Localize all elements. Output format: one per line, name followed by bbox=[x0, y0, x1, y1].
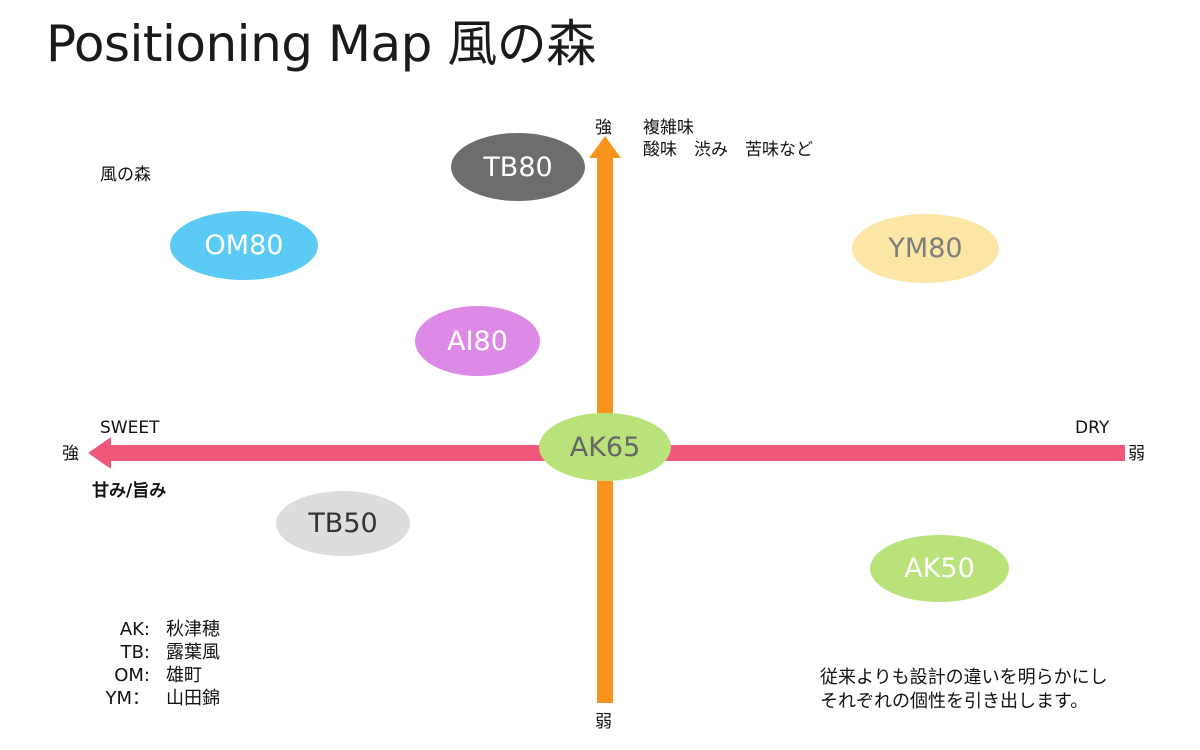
horizontal-axis-right-end-label: 弱 bbox=[1128, 444, 1145, 464]
legend-row: OM: 雄町 bbox=[104, 664, 220, 687]
product-label: AK50 bbox=[904, 553, 975, 584]
vertical-axis-bottom-end-label: 弱 bbox=[595, 712, 612, 732]
product-label: YM80 bbox=[888, 233, 963, 264]
product-label: OM80 bbox=[204, 230, 284, 261]
legend-name: 露葉風 bbox=[166, 642, 220, 663]
page-title: Positioning Map 風の森 bbox=[46, 15, 596, 73]
horizontal-axis-left-sublabel: 甘み/旨み bbox=[92, 481, 167, 501]
product-ellipse-ym80: YM80 bbox=[852, 214, 999, 283]
legend-row: YM： 山田錦 bbox=[104, 687, 220, 710]
product-ellipse-tb80: TB80 bbox=[451, 133, 585, 201]
legend-code: AK: bbox=[119, 619, 150, 640]
horizontal-axis-arrowhead bbox=[88, 437, 111, 469]
product-label: AK65 bbox=[569, 431, 641, 463]
legend-row: AK: 秋津穂 bbox=[104, 618, 220, 641]
horizontal-axis-right-label: DRY bbox=[1075, 418, 1110, 438]
product-ellipse-om80: OM80 bbox=[170, 211, 318, 280]
product-label: TB80 bbox=[483, 151, 553, 183]
horizontal-axis-left-label: SWEET bbox=[100, 418, 160, 438]
vertical-axis-arrowhead bbox=[589, 136, 621, 158]
vertical-axis-label-line2: 酸味 渋み 苦味など bbox=[643, 140, 813, 160]
subtitle: 風の森 bbox=[100, 165, 151, 185]
product-label: AI80 bbox=[447, 325, 508, 357]
product-ellipse-ai80: AI80 bbox=[415, 306, 540, 376]
product-label: TB50 bbox=[308, 508, 378, 539]
legend-code: OM: bbox=[114, 665, 150, 686]
rice-legend: AK: 秋津穂 TB: 露葉風 OM: 雄町 YM： 山田錦 bbox=[104, 618, 220, 710]
vertical-axis-top-end-label: 強 bbox=[595, 118, 612, 138]
legend-row: TB: 露葉風 bbox=[104, 641, 220, 664]
product-ellipse-ak65: AK65 bbox=[539, 413, 671, 481]
note-line-1: 従来よりも設計の違いを明らかにし bbox=[820, 667, 1108, 688]
product-ellipse-ak50: AK50 bbox=[870, 535, 1009, 602]
legend-name: 秋津穂 bbox=[166, 619, 220, 640]
legend-code: YM： bbox=[105, 688, 150, 709]
horizontal-axis-left-end-label: 強 bbox=[62, 444, 79, 464]
vertical-axis-label-line1: 複雑味 bbox=[643, 118, 694, 138]
description-note: 従来よりも設計の違いを明らかにし それぞれの個性を引き出します。 bbox=[820, 666, 1108, 714]
legend-code: TB: bbox=[120, 642, 150, 663]
note-line-2: それぞれの個性を引き出します。 bbox=[820, 691, 1089, 712]
product-ellipse-tb50: TB50 bbox=[276, 491, 410, 556]
legend-name: 山田錦 bbox=[166, 688, 220, 709]
legend-name: 雄町 bbox=[166, 665, 202, 686]
